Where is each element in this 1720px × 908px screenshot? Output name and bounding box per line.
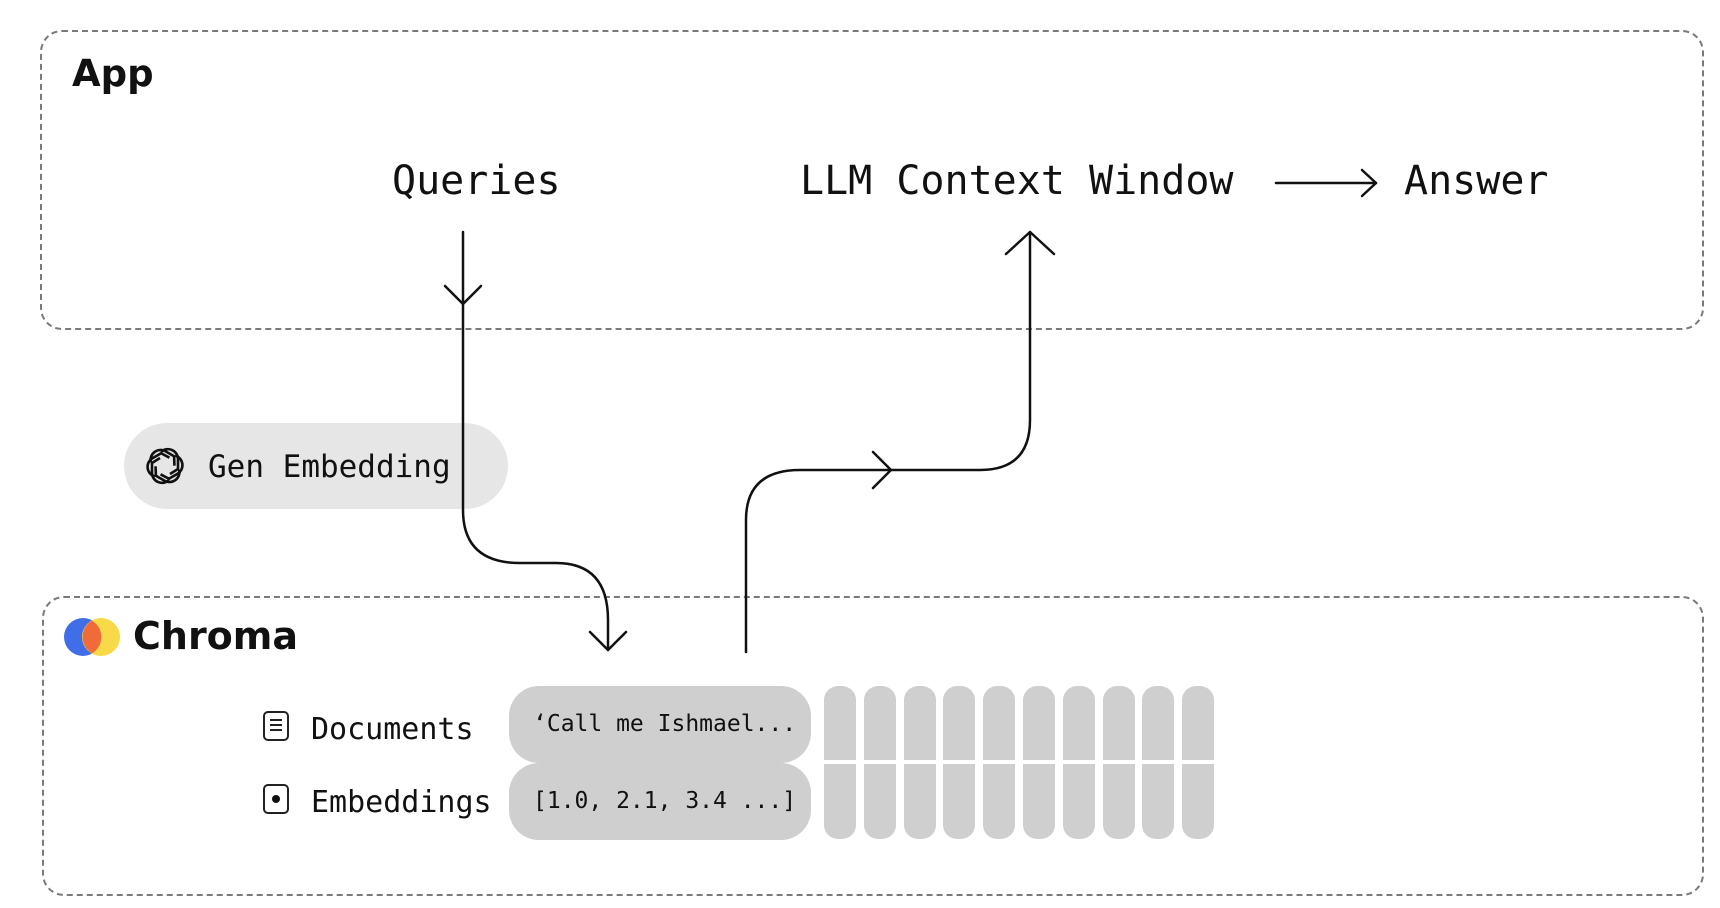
slot-divider <box>1023 760 1055 764</box>
slot-divider <box>1062 760 1095 764</box>
results-path <box>744 230 1032 654</box>
queries-label: Queries <box>392 158 561 204</box>
query-arrowhead-top <box>443 284 483 306</box>
collection-slot <box>863 686 896 839</box>
query-arrowhead-bottom <box>588 630 628 652</box>
slot-divider <box>1182 760 1215 764</box>
document-icon <box>263 711 289 741</box>
chroma-title: Chroma <box>133 614 299 658</box>
answer-arrowhead <box>1360 168 1378 198</box>
gen-embedding-label: Gen Embedding <box>208 449 451 485</box>
collection-slot <box>824 686 856 839</box>
collection-slot <box>1182 686 1215 839</box>
context-window-label: LLM Context Window <box>800 158 1234 204</box>
chroma-logo-icon <box>64 618 120 656</box>
collection-slot <box>983 686 1016 839</box>
app-title: App <box>72 52 154 95</box>
document-cell: ‘Call me Ishmael... <box>509 686 811 763</box>
collection-slot <box>1023 686 1055 839</box>
query-path <box>461 230 610 652</box>
results-arrowhead-mid <box>871 450 893 490</box>
app-container <box>40 30 1704 330</box>
embedding-icon <box>263 784 289 814</box>
slot-divider <box>903 760 936 764</box>
openai-logo-icon <box>146 447 184 485</box>
slot-divider <box>1102 760 1135 764</box>
results-arrowhead-top <box>1004 230 1056 256</box>
answer-label: Answer <box>1404 158 1549 204</box>
slot-divider <box>943 760 976 764</box>
collection-slot <box>1142 686 1175 839</box>
slot-divider <box>983 760 1016 764</box>
document-cell-value: ‘Call me Ishmael... <box>533 711 797 737</box>
chroma-container <box>42 596 1704 896</box>
embeddings-label: Embeddings <box>311 785 492 820</box>
embedding-cell: [1.0, 2.1, 3.4 ...] <box>509 763 811 840</box>
slot-divider <box>863 760 896 764</box>
embedding-cell-value: [1.0, 2.1, 3.4 ...] <box>533 788 797 814</box>
slot-divider <box>824 760 856 764</box>
slot-divider <box>1142 760 1175 764</box>
collection-slot <box>1102 686 1135 839</box>
documents-label: Documents <box>311 712 474 747</box>
gen-embedding-pill <box>124 423 508 509</box>
collection-slot <box>903 686 936 839</box>
collection-slot <box>943 686 976 839</box>
collection-slot <box>1062 686 1095 839</box>
